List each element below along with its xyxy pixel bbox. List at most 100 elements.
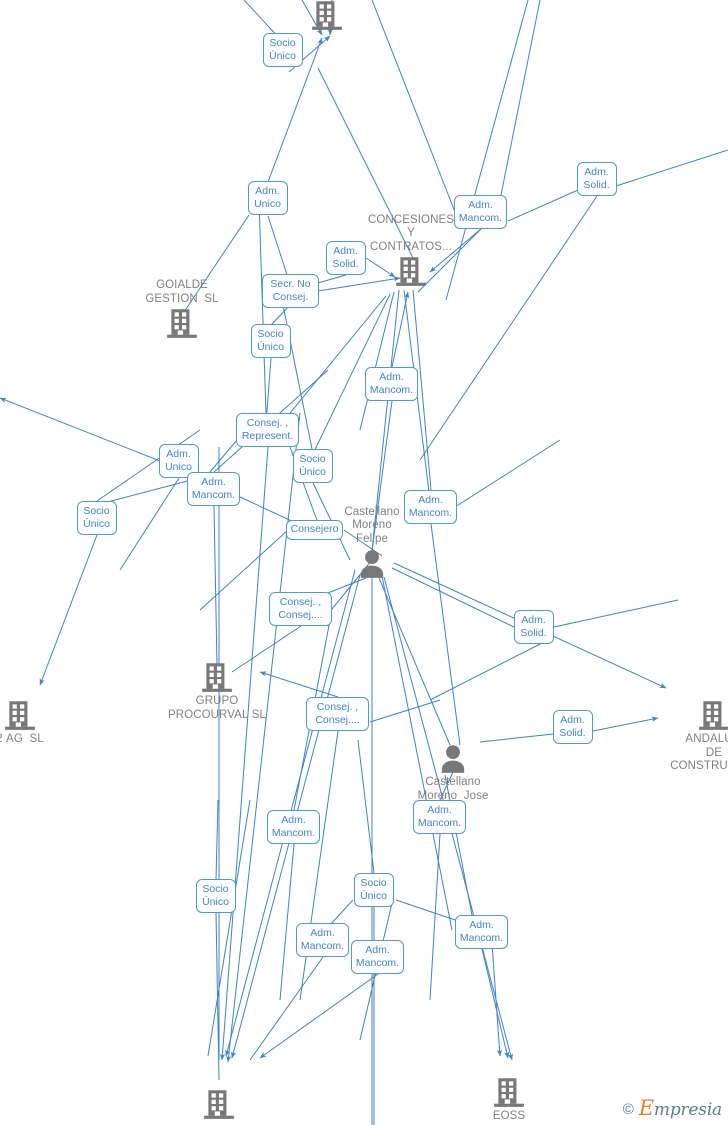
relation-label-text: Adm. Mancom. xyxy=(191,475,236,501)
graph-edge xyxy=(454,439,561,508)
graph-node-servicios_top[interactable]: SERVICIOS... xyxy=(262,0,392,32)
relation-label-r16[interactable]: Consej. , Consej.... xyxy=(269,592,332,626)
relation-label-text: Adm. Unico xyxy=(165,447,192,473)
graph-edge xyxy=(429,833,441,1001)
relation-label-r23[interactable]: Socio Único xyxy=(353,873,394,907)
relation-label-r12[interactable]: Adm. Mancom. xyxy=(187,472,240,506)
relation-label-r18[interactable]: Consej. , Consej.... xyxy=(306,697,369,731)
graph-edge xyxy=(391,291,410,368)
graph-edge xyxy=(378,577,451,746)
relation-label-r2[interactable]: Adm. Unico xyxy=(247,181,288,215)
graph-edge xyxy=(0,397,161,462)
relation-label-r5[interactable]: Adm. Solid. xyxy=(325,241,366,275)
empresia-watermark: © Empresia xyxy=(623,1098,722,1120)
graph-node-bottom_left_co[interactable] xyxy=(154,1087,284,1125)
relation-label-text: Consejero xyxy=(290,523,339,535)
relation-label-text: Adm. Solid. xyxy=(583,165,610,191)
relation-label-r13[interactable]: Adm. Mancom. xyxy=(404,490,457,524)
company-building-icon xyxy=(492,1075,526,1109)
relation-label-text: Socio Único xyxy=(360,876,387,902)
graph-edge xyxy=(207,799,251,1057)
person-icon xyxy=(436,742,470,776)
empresia-logo: Empresia xyxy=(639,1098,722,1120)
relation-label-r22[interactable]: Socio Único xyxy=(195,879,236,913)
graph-node-label: . SL xyxy=(0,305,43,319)
relation-label-r8[interactable]: Adm. Mancom. xyxy=(365,367,418,401)
relation-label-r15[interactable]: Consejero xyxy=(286,520,343,540)
graph-edge xyxy=(507,189,579,222)
graph-edge xyxy=(429,636,555,701)
relation-label-text: Adm. Mancom. xyxy=(458,198,503,224)
graph-edge xyxy=(219,446,269,1061)
empresia-logo-initial: E xyxy=(638,1096,654,1120)
relation-label-text: Adm. Unico xyxy=(254,184,281,210)
relation-label-r7[interactable]: Socio Único xyxy=(250,324,291,358)
graph-edge xyxy=(249,956,324,1061)
relation-label-r9[interactable]: Consej. , Represent. xyxy=(236,413,299,447)
relation-label-text: Adm. Mancom. xyxy=(417,803,462,829)
relation-label-text: Socio Único xyxy=(299,452,326,478)
company-building-icon xyxy=(200,660,234,694)
relation-label-r4[interactable]: Adm. Mancom. xyxy=(454,195,507,229)
relation-label-r6[interactable]: Secr. No Consej. xyxy=(262,274,319,308)
graph-edge xyxy=(553,599,679,628)
empresia-logo-rest: mpresia xyxy=(653,1100,722,1120)
relation-label-r26[interactable]: Adm. Mancom. xyxy=(351,940,404,974)
graph-edge xyxy=(369,699,441,723)
person-icon xyxy=(355,547,389,581)
graph-node-andaluza[interactable]: ANDALU...DECONSTRUCCI... xyxy=(649,698,728,774)
graph-node-label: EOSS xyxy=(492,1110,526,1122)
company-building-icon xyxy=(310,0,344,32)
graph-node-eoss[interactable]: EOSS xyxy=(444,1075,574,1124)
relation-label-text: Adm. Mancom. xyxy=(408,493,453,519)
graph-edge xyxy=(39,534,98,686)
graph-node-label: ANDALU...DECONSTRUCCI... xyxy=(670,733,728,772)
relation-label-r11[interactable]: Socio Único xyxy=(292,449,333,483)
relation-label-r1[interactable]: Socio Único xyxy=(262,33,303,67)
relation-label-text: Adm. Mancom. xyxy=(271,813,316,839)
graph-edge xyxy=(500,0,541,196)
company-building-icon xyxy=(3,698,37,732)
relation-label-text: Adm. Mancom. xyxy=(355,943,400,969)
relation-label-r14[interactable]: Socio Único xyxy=(76,501,117,535)
company-building-icon xyxy=(165,306,199,340)
graph-edge xyxy=(213,505,218,666)
relation-label-r20[interactable]: Adm. Mancom. xyxy=(413,800,466,834)
relation-label-text: Socio Único xyxy=(202,882,229,908)
relation-label-r19[interactable]: Adm. Solid. xyxy=(552,710,593,744)
graph-edge xyxy=(357,739,375,874)
graph-edge xyxy=(299,730,339,1001)
graph-edge xyxy=(359,291,395,431)
company-building-icon xyxy=(202,1087,236,1121)
company-building-icon xyxy=(697,698,728,732)
graph-node-ag_sl[interactable]: 2 AG SL xyxy=(0,698,85,747)
relation-label-text: Consej. , Consej.... xyxy=(315,700,360,726)
relation-label-r25[interactable]: Adm. Mancom. xyxy=(455,915,508,949)
graph-edge xyxy=(481,948,510,1059)
relation-label-r3[interactable]: Adm. Solid. xyxy=(576,162,617,196)
relation-label-text: Adm. Mancom. xyxy=(300,926,345,952)
relation-label-text: Socio Único xyxy=(269,36,296,62)
relation-label-r21[interactable]: Adm. Mancom. xyxy=(267,810,320,844)
relation-label-text: Adm. Solid. xyxy=(559,713,586,739)
relation-label-text: Consej. , Consej.... xyxy=(278,595,323,621)
relation-label-text: Adm. Mancom. xyxy=(369,370,414,396)
graph-edge xyxy=(119,477,180,571)
relation-label-r24[interactable]: Adm. Mancom. xyxy=(296,923,349,957)
company-building-icon xyxy=(394,254,428,288)
relation-label-text: Secr. No Consej. xyxy=(270,277,311,303)
graph-node-left_sl[interactable]: . SL xyxy=(0,304,43,353)
relation-label-r17[interactable]: Adm. Solid. xyxy=(513,610,554,644)
relation-label-text: Consej. , Represent. xyxy=(241,416,294,442)
graph-node-label: 2 AG SL xyxy=(0,733,44,745)
